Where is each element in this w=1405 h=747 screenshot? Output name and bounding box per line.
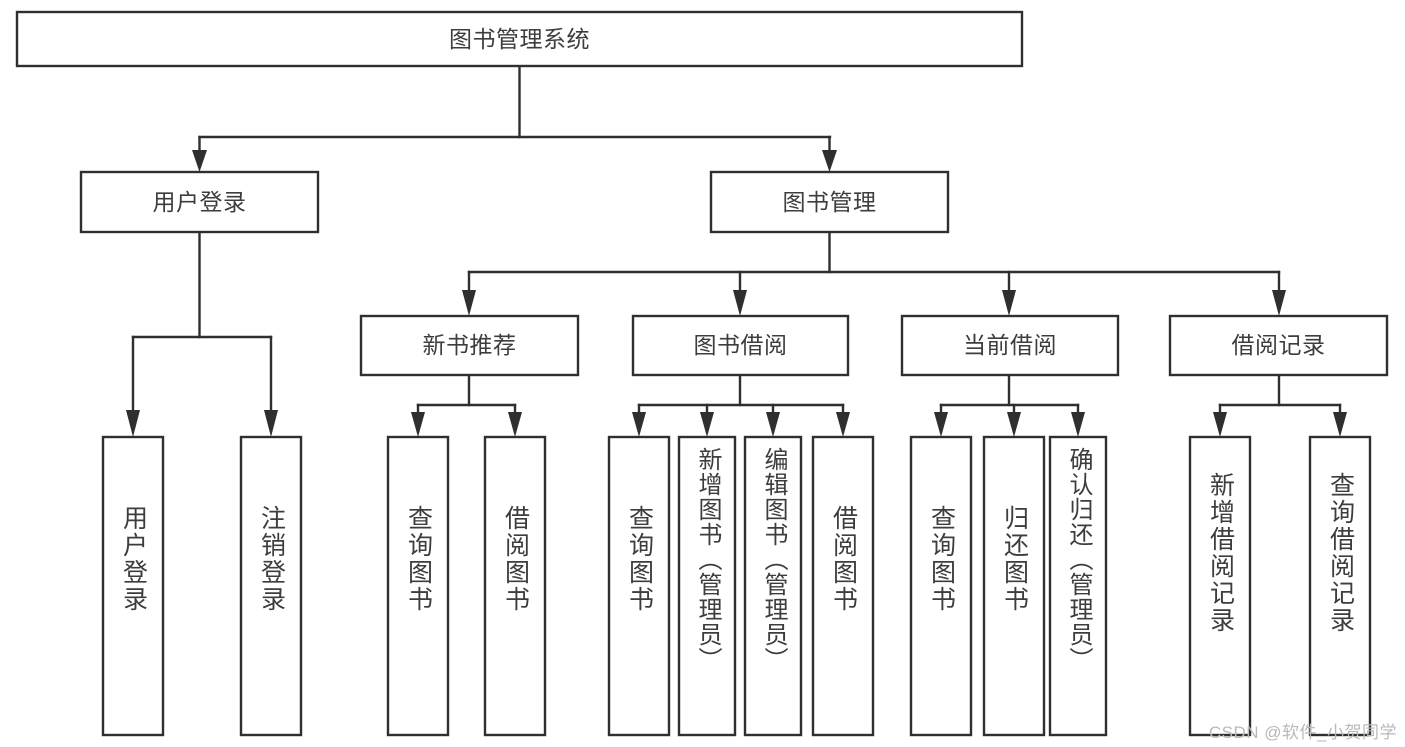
arrowhead-nbr-leaf1 [411,412,425,437]
node-leaf-edit-book-admin[interactable] [743,435,803,737]
arrowhead-bb-leaf4 [836,412,850,437]
node-leaf-query-book-cb[interactable] [909,435,973,737]
arrowhead-leaf-logout [264,410,278,437]
arrowhead-user-login [192,150,207,172]
node-root-system[interactable] [15,10,1024,68]
arrowhead-new-book-rec [462,290,476,316]
edges-user-login-to-leaves [126,230,278,437]
edges-root-to-level2 [192,64,837,172]
arrowhead-nbr-leaf2 [508,412,522,437]
node-leaf-return-book[interactable] [982,435,1046,737]
node-leaf-query-book-bb[interactable] [607,435,671,737]
node-leaf-add-borrow-record[interactable] [1188,435,1252,737]
arrowhead-bb-leaf2 [700,412,714,437]
node-borrow-record[interactable] [1168,314,1389,377]
arrowhead-cb-leaf1 [934,412,948,437]
edges-book-borrow-to-leaves [632,373,850,437]
arrowhead-cb-leaf3 [1071,412,1085,437]
arrowhead-bb-leaf3 [766,412,780,437]
node-leaf-query-book-nbr[interactable] [386,435,450,737]
node-leaf-user-login[interactable] [101,435,165,737]
arrowhead-book-mgmt [822,150,837,172]
edges-current-borrow-to-leaves [934,373,1085,437]
node-leaf-query-borrow-record[interactable] [1308,435,1372,737]
node-leaf-logout[interactable] [239,435,303,737]
arrowhead-br-leaf2 [1333,412,1347,437]
node-book-borrow[interactable] [631,314,850,377]
edges-book-mgmt-to-level3 [462,230,1286,316]
node-leaf-borrow-book-nbr[interactable] [483,435,547,737]
arrowhead-borrow-record [1272,290,1286,316]
edges-new-book-rec-to-leaves [411,373,522,437]
arrowhead-cb-leaf2 [1007,412,1021,437]
arrowhead-book-borrow [733,290,747,316]
node-user-login[interactable] [79,170,320,234]
edges-borrow-record-to-leaves [1213,373,1347,437]
node-book-management[interactable] [709,170,950,234]
node-leaf-confirm-return-admin[interactable] [1048,435,1108,737]
arrowhead-br-leaf1 [1213,412,1227,437]
node-current-borrow[interactable] [900,314,1120,377]
node-new-book-recommend[interactable] [359,314,580,377]
node-leaf-add-book-admin[interactable] [677,435,737,737]
node-leaf-borrow-book-bb[interactable] [811,435,875,737]
arrowhead-current-borrow [1002,290,1016,316]
arrowhead-leaf-user-login [126,410,140,437]
arrowhead-bb-leaf1 [632,412,646,437]
